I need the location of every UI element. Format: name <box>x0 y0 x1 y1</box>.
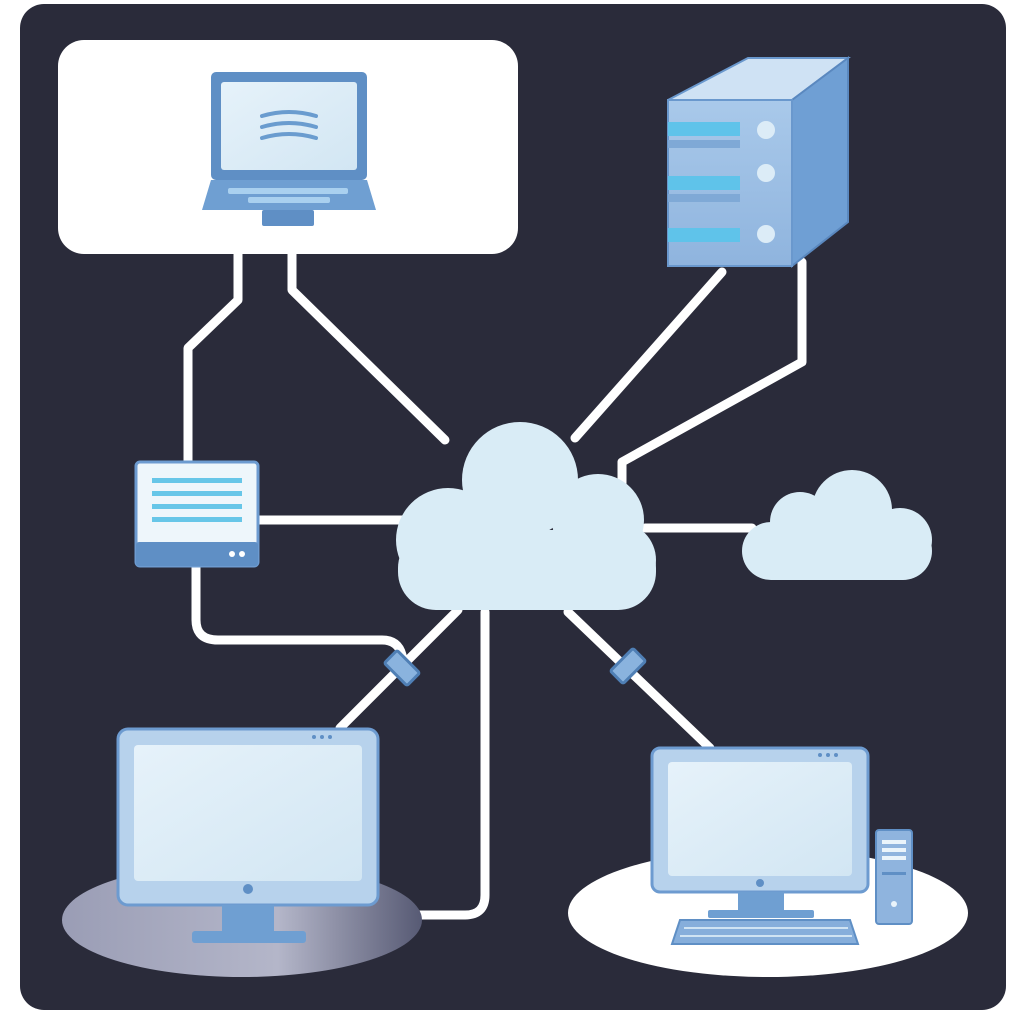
link-cloud-right-workstation <box>563 607 715 753</box>
connectors <box>183 247 807 920</box>
cable-connector-left <box>383 649 421 687</box>
link-cloud-left-monitor-drop <box>415 607 490 920</box>
link-server-cloud <box>570 267 727 443</box>
link-laptop-cloud <box>287 247 450 445</box>
cable-connector-right <box>609 647 647 685</box>
pc-tower-icon <box>875 829 913 925</box>
router-icon <box>134 460 260 568</box>
desktop-computer-icon <box>650 746 870 945</box>
central-cloud-icon <box>396 422 656 610</box>
secondary-cloud-icon <box>742 470 932 580</box>
laptop-icon <box>202 72 376 226</box>
link-laptop-router <box>183 247 243 467</box>
monitor-icon <box>116 727 380 943</box>
link-server-cloud-elbow <box>617 257 807 495</box>
link-router-monitor <box>191 560 407 660</box>
server-tower-icon <box>667 56 851 269</box>
